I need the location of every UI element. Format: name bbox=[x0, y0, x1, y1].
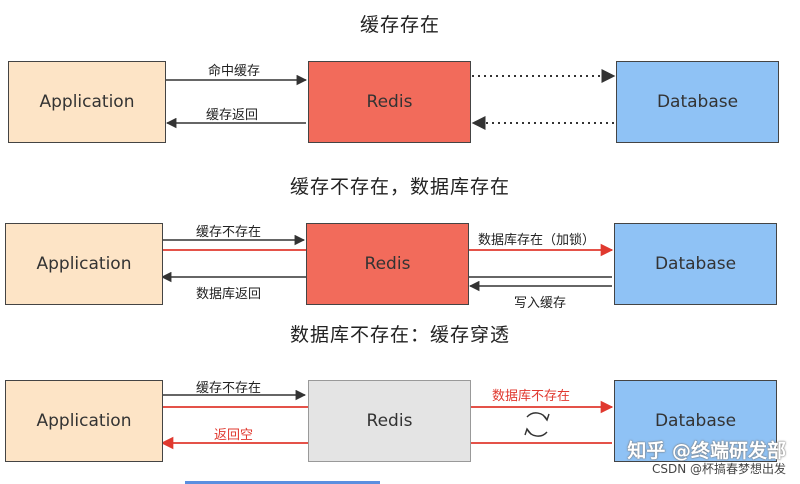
redis-box: Redis bbox=[308, 380, 471, 462]
redis-box: Redis bbox=[308, 61, 471, 143]
cache-return-label: 缓存返回 bbox=[206, 108, 259, 123]
return-empty-label: 返回空 bbox=[214, 428, 254, 443]
database-box: Database bbox=[616, 61, 779, 143]
application-box: Application bbox=[5, 380, 163, 462]
hit-cache-label: 命中缓存 bbox=[208, 64, 261, 79]
database-label: Database bbox=[656, 92, 739, 112]
database-label: Database bbox=[654, 411, 737, 431]
database-box: Database bbox=[614, 223, 777, 305]
application-box: Application bbox=[8, 61, 166, 143]
db-not-exists-label: 数据库不存在 bbox=[492, 389, 571, 404]
bottom-accent-bar bbox=[185, 481, 380, 484]
brand-watermark: 知乎 @终端研发部 bbox=[627, 440, 786, 462]
application-label: Application bbox=[36, 411, 132, 431]
redis-box: Redis bbox=[306, 223, 469, 305]
section-1-title: 缓存存在 bbox=[359, 14, 440, 36]
db-exists-lock-label: 数据库存在（加锁） bbox=[478, 233, 596, 248]
source-watermark: CSDN @杯搞春梦想出发 bbox=[651, 462, 786, 476]
redis-label: Redis bbox=[366, 92, 413, 112]
application-label: Application bbox=[39, 92, 135, 112]
application-label: Application bbox=[36, 254, 132, 274]
section-2-title: 缓存不存在，数据库存在 bbox=[289, 176, 510, 198]
db-return-label: 数据库返回 bbox=[196, 287, 262, 302]
write-cache-label: 写入缓存 bbox=[514, 296, 567, 311]
database-label: Database bbox=[654, 254, 737, 274]
section-3-title: 数据库不存在：缓存穿透 bbox=[289, 324, 510, 346]
database-box: Database bbox=[614, 380, 777, 462]
redis-label: Redis bbox=[366, 411, 413, 431]
application-box: Application bbox=[5, 223, 163, 305]
cache-miss-label: 缓存不存在 bbox=[196, 225, 262, 240]
refresh-cycle-icon bbox=[524, 412, 550, 437]
cache-miss-label: 缓存不存在 bbox=[196, 381, 262, 396]
redis-label: Redis bbox=[364, 254, 411, 274]
